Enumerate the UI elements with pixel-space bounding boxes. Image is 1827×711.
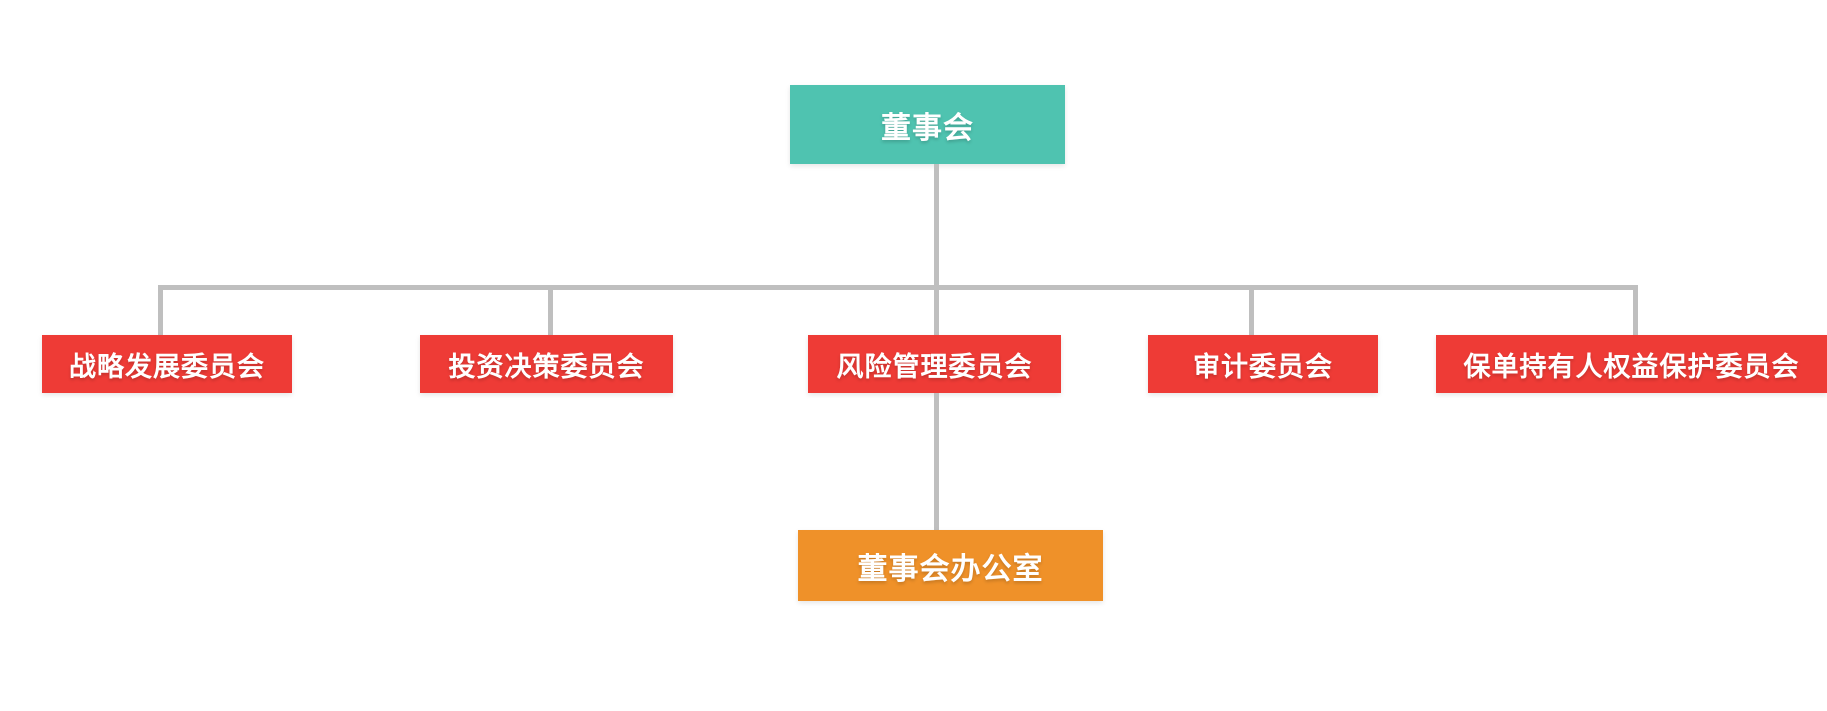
node-investment-decision-committee[interactable]: 投资决策委员会 (420, 335, 673, 393)
node-investment-decision-committee-label: 投资决策委员会 (448, 351, 645, 382)
node-risk-management-committee-label: 风险管理委员会 (836, 351, 1033, 382)
node-risk-management-committee[interactable]: 风险管理委员会 (808, 335, 1061, 393)
connector-bus-to-strategy (158, 285, 163, 335)
connector-bus-to-risk (934, 285, 939, 335)
node-board-office-label: 董事会办公室 (857, 552, 1044, 586)
node-audit-committee[interactable]: 审计委员会 (1148, 335, 1378, 393)
connector-bus-to-audit (1249, 285, 1254, 335)
node-strategy-development-committee[interactable]: 战略发展委员会 (42, 335, 292, 393)
node-policyholder-rights-protection-committee-label: 保单持有人权益保护委员会 (1463, 351, 1800, 382)
node-board-of-directors-label: 董事会 (881, 111, 974, 145)
node-strategy-development-committee-label: 战略发展委员会 (69, 351, 265, 382)
node-policyholder-rights-protection-committee[interactable]: 保单持有人权益保护委员会 (1436, 335, 1827, 393)
node-board-of-directors[interactable]: 董事会 (790, 85, 1065, 164)
connector-root-to-bus (934, 164, 939, 285)
node-audit-committee-label: 审计委员会 (1193, 351, 1333, 382)
connector-horizontal-bus (158, 285, 1638, 290)
node-board-office[interactable]: 董事会办公室 (798, 530, 1103, 601)
connector-bus-to-investment (548, 285, 553, 335)
connector-bus-to-policyholder (1633, 285, 1638, 335)
connector-risk-to-office (934, 393, 939, 530)
